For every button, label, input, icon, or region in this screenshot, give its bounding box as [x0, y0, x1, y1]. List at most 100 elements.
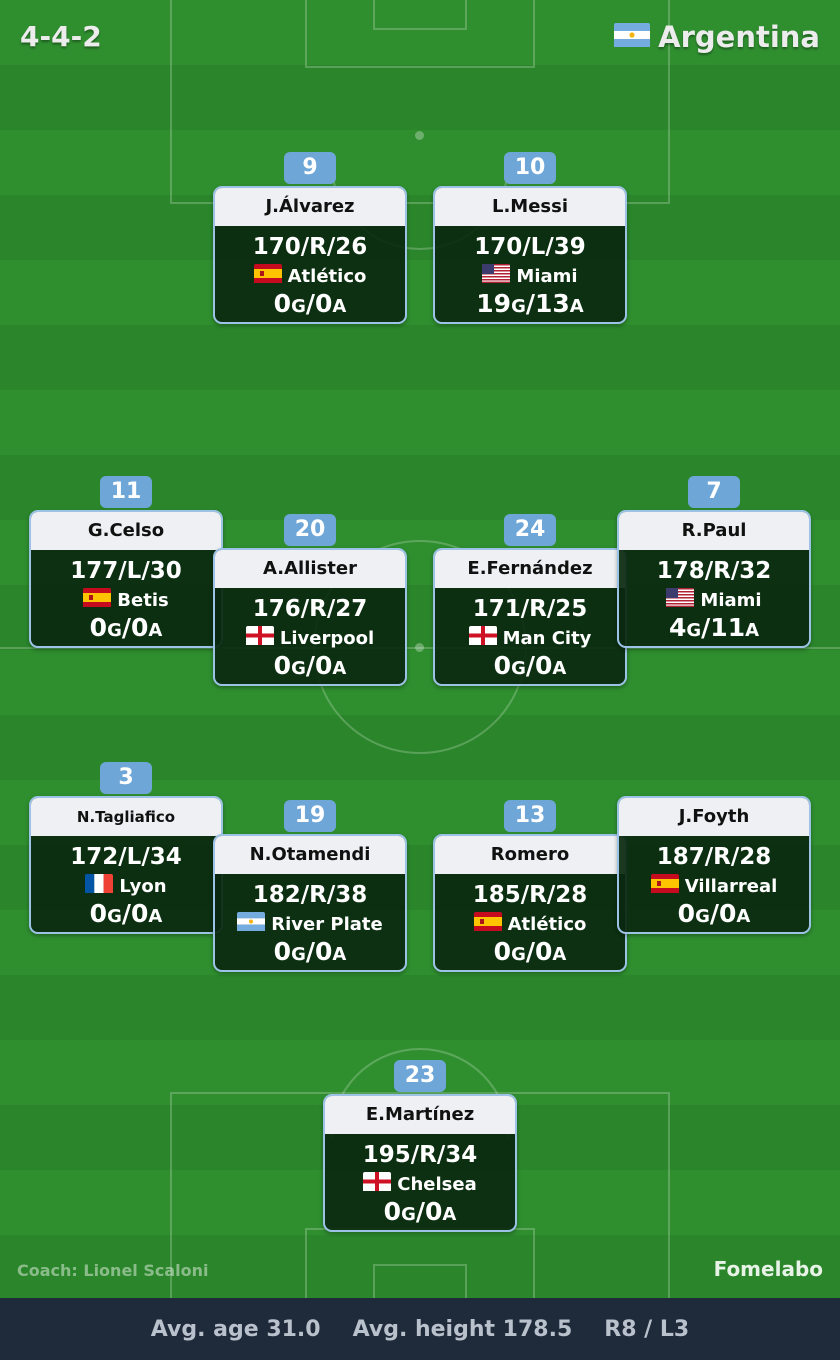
- goals-suffix: G: [291, 296, 306, 317]
- club-name: Man City: [502, 627, 592, 649]
- club-name: Miami: [516, 265, 578, 287]
- club-name: Villarreal: [684, 875, 778, 897]
- separator: /: [709, 899, 719, 928]
- spain-flag-icon: [83, 588, 112, 612]
- assists-value: 0: [130, 899, 149, 928]
- goals-assists: 0G/0A: [435, 651, 625, 680]
- player-club: River Plate: [215, 912, 405, 936]
- player-club: Atlético: [215, 264, 405, 288]
- player-club: Liverpool: [215, 626, 405, 650]
- assists-value: 0: [314, 289, 333, 318]
- player-name: E.Martínez: [325, 1096, 515, 1134]
- goals-assists: 0G/0A: [215, 289, 405, 318]
- goals-value: 0: [89, 899, 108, 928]
- goals-value: 4: [668, 613, 687, 642]
- assists-suffix: A: [552, 944, 567, 965]
- top-goal-box: [305, 0, 535, 68]
- assists-value: 0: [314, 651, 333, 680]
- assists-value: 11: [710, 613, 746, 642]
- player-name: N.Tagliafico: [31, 798, 221, 836]
- goals-suffix: G: [291, 658, 306, 679]
- player-height-foot-age: 170/L/39: [474, 234, 586, 260]
- separator: /: [305, 937, 315, 966]
- club-name: Chelsea: [397, 1173, 477, 1195]
- assists-suffix: A: [442, 1204, 457, 1225]
- usa-flag-icon: [666, 588, 695, 612]
- goals-value: 0: [493, 937, 512, 966]
- player-name: J.Álvarez: [215, 188, 405, 226]
- spain-flag-icon: [253, 264, 282, 288]
- separator: /: [701, 613, 711, 642]
- england-flag-icon: [363, 1172, 392, 1196]
- goals-assists: 0G/0A: [435, 937, 625, 966]
- player-name: J.Foyth: [619, 798, 809, 836]
- separator: /: [121, 899, 131, 928]
- usa-flag-icon: [482, 264, 511, 288]
- goals-value: 0: [383, 1197, 402, 1226]
- player-height-foot-age: 187/R/28: [656, 844, 772, 870]
- club-name: Betis: [117, 589, 169, 611]
- goals-suffix: G: [686, 620, 702, 641]
- club-name: Atlético: [507, 913, 587, 935]
- goals-assists: 19G/13A: [435, 289, 625, 318]
- player-club: Man City: [435, 626, 625, 650]
- player-height-foot-age: 185/R/28: [472, 882, 588, 908]
- assists-suffix: A: [148, 906, 163, 927]
- shirt-number-badge: 7: [688, 476, 740, 508]
- assists-suffix: A: [736, 906, 751, 927]
- separator: /: [305, 289, 315, 318]
- goals-suffix: G: [401, 1204, 416, 1225]
- france-flag-icon: [85, 874, 114, 898]
- player-height-foot-age: 178/R/32: [656, 558, 772, 584]
- argentina-flag-icon: [237, 912, 266, 936]
- separator: /: [525, 651, 535, 680]
- shirt-number-badge: 9: [284, 152, 336, 184]
- goals-suffix: G: [291, 944, 306, 965]
- coach-label: Coach: Lionel Scaloni: [17, 1261, 209, 1280]
- goals-assists: 0G/0A: [31, 613, 221, 642]
- shirt-number-badge: 19: [284, 800, 336, 832]
- top-penalty-spot: [415, 131, 424, 140]
- assists-value: 13: [534, 289, 570, 318]
- goals-value: 0: [273, 289, 292, 318]
- assists-suffix: A: [332, 944, 347, 965]
- player-height-foot-age: 172/L/34: [70, 844, 182, 870]
- player-club: Betis: [31, 588, 221, 612]
- avg-height: Avg. height 178.5: [352, 1316, 573, 1342]
- center-spot: [415, 643, 424, 652]
- assists-value: 0: [534, 651, 553, 680]
- player-club: Atlético: [435, 912, 625, 936]
- player-club: Villarreal: [619, 874, 809, 898]
- assists-suffix: A: [332, 658, 347, 679]
- goals-suffix: G: [695, 906, 710, 927]
- bottom-goal: [373, 1264, 467, 1298]
- club-name: River Plate: [271, 913, 383, 935]
- assists-value: 0: [534, 937, 553, 966]
- club-name: Liverpool: [279, 627, 375, 649]
- goals-value: 0: [273, 651, 292, 680]
- player-name: E.Fernández: [435, 550, 625, 588]
- assists-value: 0: [314, 937, 333, 966]
- player-club: Lyon: [31, 874, 221, 898]
- player-name: Romero: [435, 836, 625, 874]
- separator: /: [415, 1197, 425, 1226]
- assists-suffix: A: [745, 620, 760, 641]
- player-height-foot-age: 170/R/26: [252, 234, 368, 260]
